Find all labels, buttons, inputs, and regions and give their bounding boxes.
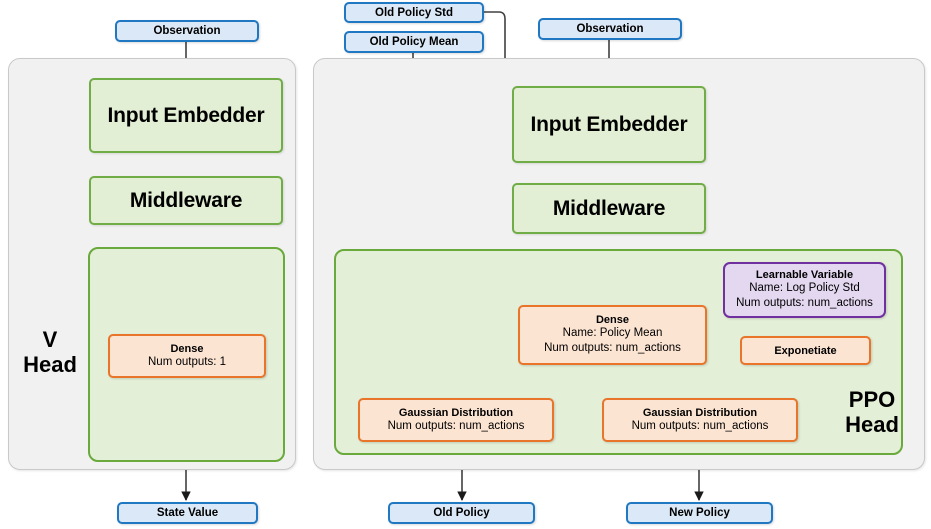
ppo-middleware-label: Middleware <box>552 196 666 220</box>
ppo-head-label-line2: Head <box>845 411 899 437</box>
v-dense-node[interactable]: Dense Num outputs: 1 <box>108 334 266 378</box>
input-observation-v[interactable]: Observation <box>115 20 259 42</box>
ppo-dense-num-outputs: Num outputs: num_actions <box>544 342 681 354</box>
gaussian-old-num-outputs: Num outputs: num_actions <box>387 419 525 432</box>
gaussian-old-title: Gaussian Distribution <box>398 406 514 419</box>
exponetiate-label: Exponetiate <box>774 344 837 357</box>
ppo-head-label: PPO Head <box>824 387 920 437</box>
learnable-variable-num-outputs: Num outputs: num_actions <box>736 297 873 309</box>
ppo-gaussian-new-node[interactable]: Gaussian Distribution Num outputs: num_a… <box>602 398 798 442</box>
learnable-variable-title: Learnable Variable <box>755 269 854 281</box>
v-middleware-node[interactable]: Middleware <box>89 176 283 225</box>
ppo-head-label-line1: PPO <box>848 387 896 412</box>
v-head-label: V Head <box>14 327 86 377</box>
input-old-policy-mean[interactable]: Old Policy Mean <box>344 31 484 53</box>
ppo-middleware-node[interactable]: Middleware <box>512 183 706 234</box>
ppo-dense-policy-mean-node[interactable]: Dense Name: Policy Mean Num outputs: num… <box>518 305 707 365</box>
output-old-policy[interactable]: Old Policy <box>388 502 535 524</box>
gaussian-new-num-outputs: Num outputs: num_actions <box>631 419 769 432</box>
ppo-gaussian-old-node[interactable]: Gaussian Distribution Num outputs: num_a… <box>358 398 554 442</box>
input-observation-ppo[interactable]: Observation <box>538 18 682 40</box>
v-dense-title: Dense <box>170 342 204 355</box>
learnable-variable-name: Name: Log Policy Std <box>749 282 860 294</box>
output-new-policy[interactable]: New Policy <box>626 502 773 524</box>
v-input-embedder-label: Input Embedder <box>107 103 265 127</box>
ppo-dense-name: Name: Policy Mean <box>562 327 663 339</box>
input-old-policy-std[interactable]: Old Policy Std <box>344 2 484 23</box>
gaussian-new-title: Gaussian Distribution <box>642 406 758 419</box>
v-head-label-line1: V <box>42 327 58 352</box>
v-input-embedder-node[interactable]: Input Embedder <box>89 78 283 153</box>
ppo-exponetiate-node[interactable]: Exponetiate <box>740 336 871 365</box>
ppo-input-embedder-node[interactable]: Input Embedder <box>512 86 706 163</box>
output-state-value[interactable]: State Value <box>117 502 258 524</box>
v-middleware-label: Middleware <box>129 188 243 212</box>
ppo-dense-title: Dense <box>595 314 630 326</box>
ppo-input-embedder-label: Input Embedder <box>530 112 688 136</box>
v-dense-num-outputs: Num outputs: 1 <box>148 355 226 368</box>
v-head-label-line2: Head <box>23 351 77 377</box>
ppo-learnable-variable-node[interactable]: Learnable Variable Name: Log Policy Std … <box>723 262 886 318</box>
